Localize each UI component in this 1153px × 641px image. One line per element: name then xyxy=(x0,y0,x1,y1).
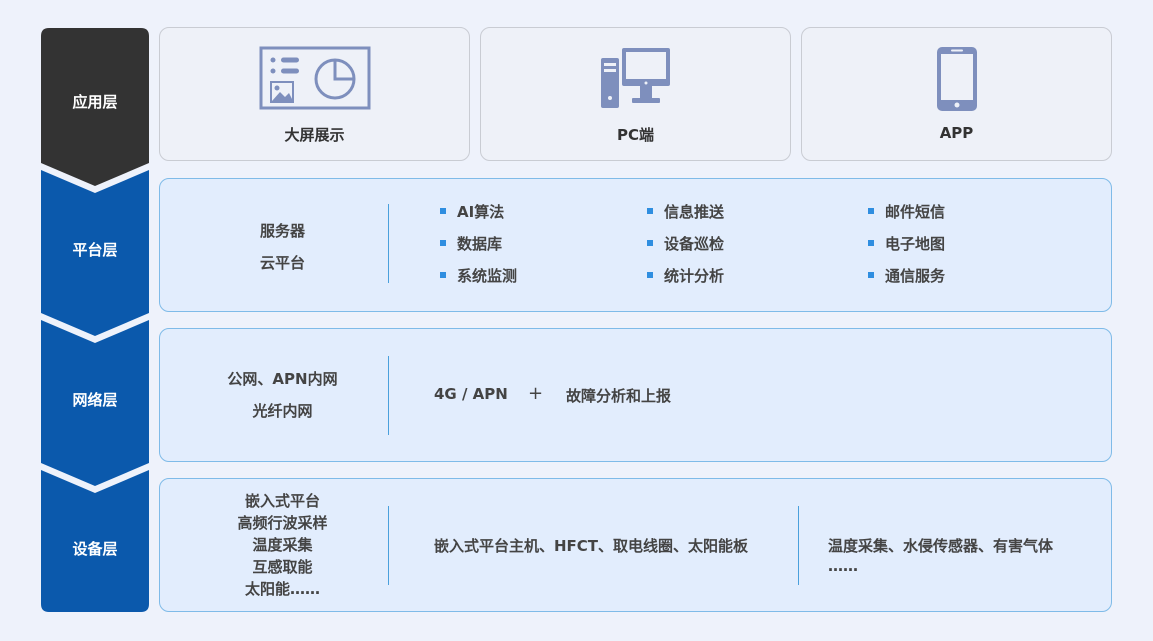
network-left-list: 公网、APN内网 光纤内网 xyxy=(200,363,365,427)
platform-layer-arrow xyxy=(41,170,149,336)
list-item: 统计分析 xyxy=(647,260,724,292)
platform-divider xyxy=(388,204,389,283)
bullet-icon xyxy=(440,271,446,278)
fiber-network-label: 光纤内网 xyxy=(252,402,313,420)
platform-column-1: AI算法 数据库 系统监测 xyxy=(440,196,517,292)
cloud-platform-label: 云平台 xyxy=(259,254,305,272)
network-card: 公网、APN内网 光纤内网 4G / APN + 故障分析和上报 xyxy=(159,328,1112,462)
device-card: 嵌入式平台 高频行波采样 温度采集 互感取能 太阳能…… 嵌入式平台主机、HFC… xyxy=(159,478,1112,612)
list-item: 信息推送 xyxy=(647,196,724,228)
list-item: 互感取能 xyxy=(252,558,313,576)
pc-card: PC端 xyxy=(480,27,791,161)
device-hardware-label: 嵌入式平台主机、HFCT、取电线圈、太阳能板 xyxy=(434,537,749,555)
network-divider xyxy=(388,356,389,435)
list-item: 数据库 xyxy=(440,228,517,260)
list-item: 温度采集 xyxy=(252,536,313,554)
device-layer-arrow xyxy=(41,470,149,612)
list-item: 嵌入式平台 xyxy=(244,492,320,510)
bullet-icon xyxy=(647,271,653,278)
bullet-icon xyxy=(440,239,446,246)
sensor-list-label: 温度采集、水侵传感器、有害气体 xyxy=(828,537,1054,555)
list-item: 邮件短信 xyxy=(868,196,945,228)
list-item: 高频行波采样 xyxy=(237,514,328,532)
network-tech-label: 4G / APN xyxy=(434,385,508,403)
desktop-computer-icon xyxy=(600,48,670,108)
platform-left-list: 服务器 云平台 xyxy=(220,215,345,279)
device-divider-1 xyxy=(388,506,389,585)
list-item: 太阳能…… xyxy=(244,580,320,598)
platform-column-3: 邮件短信 电子地图 通信服务 xyxy=(868,196,945,292)
network-layer-arrow xyxy=(41,320,149,486)
dashboard-label: 大屏展示 xyxy=(284,126,345,144)
list-item: AI算法 xyxy=(440,196,517,228)
platform-layer-label: 平台层 xyxy=(72,241,118,259)
list-item: 电子地图 xyxy=(868,228,945,260)
platform-card: 服务器 云平台 AI算法 数据库 系统监测 信息推送 设备巡检 统计分析 邮件短… xyxy=(159,178,1112,312)
pc-label: PC端 xyxy=(616,126,654,144)
application-layer-label: 应用层 xyxy=(72,93,118,111)
platform-column-2: 信息推送 设备巡检 统计分析 xyxy=(647,196,724,292)
bullet-icon xyxy=(440,207,446,214)
device-left-list: 嵌入式平台 高频行波采样 温度采集 互感取能 太阳能…… xyxy=(200,490,365,600)
application-layer-arrow xyxy=(41,28,149,186)
device-divider-2 xyxy=(798,506,799,585)
bullet-icon xyxy=(868,239,874,246)
app-card: APP xyxy=(801,27,1112,161)
bullet-icon xyxy=(647,239,653,246)
list-item: 设备巡检 xyxy=(647,228,724,260)
bullet-icon xyxy=(868,207,874,214)
device-layer-label: 设备层 xyxy=(72,540,118,558)
sensor-list-ellipsis: …… xyxy=(828,557,858,575)
bullet-icon xyxy=(868,271,874,278)
bullet-icon xyxy=(647,207,653,214)
plus-icon: + xyxy=(528,383,544,404)
dashboard-card: 大屏展示 xyxy=(159,27,470,161)
server-label: 服务器 xyxy=(259,222,305,240)
list-item: 通信服务 xyxy=(868,260,945,292)
dashboard-icon xyxy=(259,46,370,110)
public-network-label: 公网、APN内网 xyxy=(227,370,338,388)
fault-analysis-label: 故障分析和上报 xyxy=(566,387,672,405)
network-layer-label: 网络层 xyxy=(72,391,118,409)
smartphone-icon xyxy=(936,47,977,111)
app-label: APP xyxy=(939,124,974,142)
list-item: 系统监测 xyxy=(440,260,517,292)
